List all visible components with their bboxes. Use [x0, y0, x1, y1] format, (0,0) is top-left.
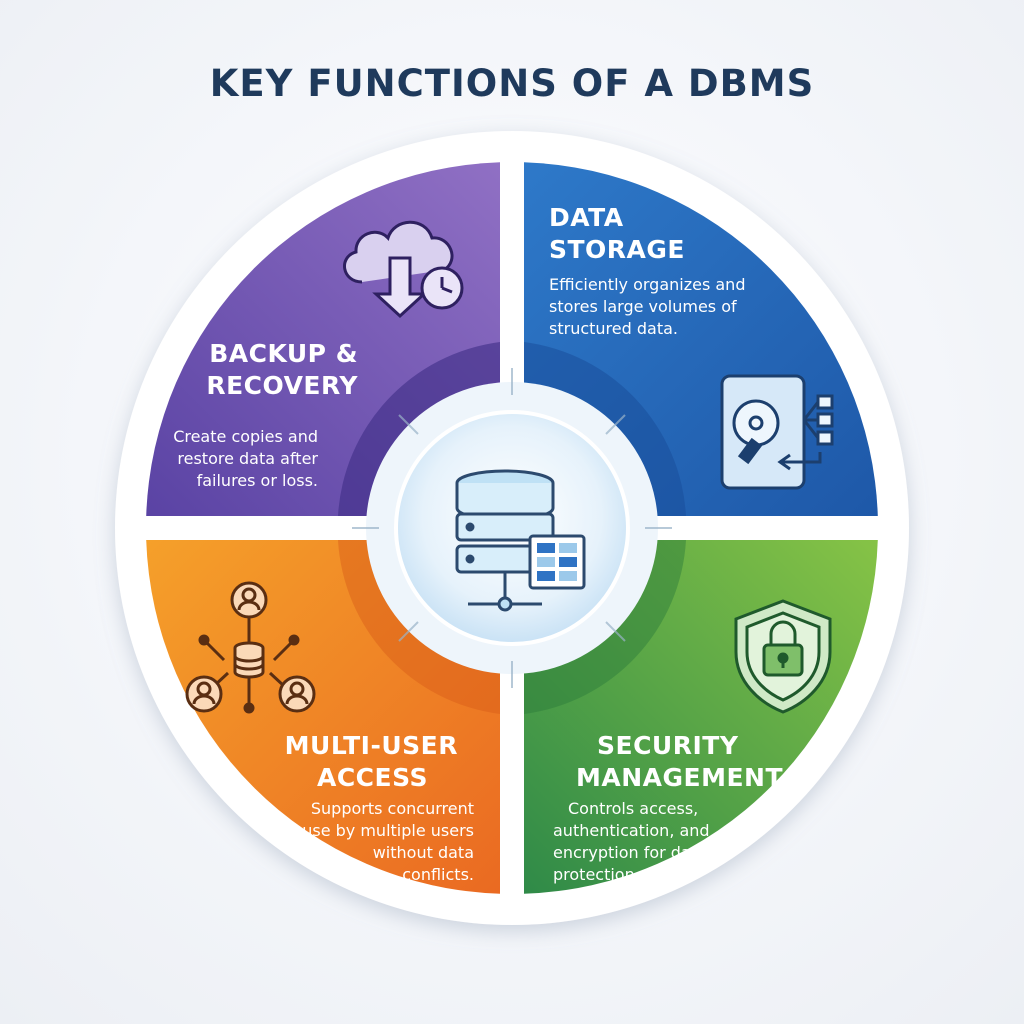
security-title-line-1: SECURITY — [597, 731, 739, 760]
data-storage-desc-line-2: stores large volumes of — [549, 297, 737, 316]
backup-recovery-text: BACKUP & RECOVERY Create copies and rest… — [173, 339, 358, 490]
backup-desc-line-3: failures or loss. — [197, 471, 318, 490]
data-storage-title-line-2: STORAGE — [549, 235, 685, 264]
security-desc-line-3: encryption for data — [553, 843, 707, 862]
security-title-line-2: MANAGEMENT — [576, 763, 783, 792]
multi-user-title-line-2: ACCESS — [317, 763, 428, 792]
security-desc-line-1: Controls access, — [568, 799, 698, 818]
data-storage-desc-line-3: structured data. — [549, 319, 678, 338]
multi-user-title-line-1: MULTI-USER — [285, 731, 458, 760]
multi-user-desc-line-1: Supports concurrent — [311, 799, 474, 818]
hard-drive-icon — [720, 374, 834, 490]
backup-desc-line-1: Create copies and — [173, 427, 318, 446]
security-desc-line-2: authentication, and — [553, 821, 710, 840]
security-text: SECURITY MANAGEMENT Controls access, aut… — [553, 731, 783, 884]
users-network-icon — [185, 581, 316, 714]
shield-lock-icon — [734, 599, 832, 714]
backup-title-line-2: RECOVERY — [206, 371, 358, 400]
inner-ring-ticks — [352, 368, 672, 688]
backup-title-line-1: BACKUP & — [209, 339, 358, 368]
multi-user-text: MULTI-USER ACCESS Supports concurrent us… — [285, 731, 474, 884]
database-server-icon — [455, 469, 586, 612]
multi-user-desc-line-3: without data — [373, 843, 474, 862]
cloud-backup-icon — [343, 220, 464, 319]
data-storage-text: DATA STORAGE Efficiently organizes and s… — [549, 203, 745, 338]
multi-user-desc-line-4: conflicts. — [402, 865, 474, 884]
page-title: KEY FUNCTIONS OF A DBMS — [209, 62, 815, 105]
security-desc-line-4: protection. — [553, 865, 640, 884]
multi-user-desc-line-2: use by multiple users — [302, 821, 474, 840]
backup-desc-line-2: restore data after — [177, 449, 318, 468]
data-storage-title-line-1: DATA — [549, 203, 624, 232]
data-storage-desc-line-1: Efficiently organizes and — [549, 275, 745, 294]
